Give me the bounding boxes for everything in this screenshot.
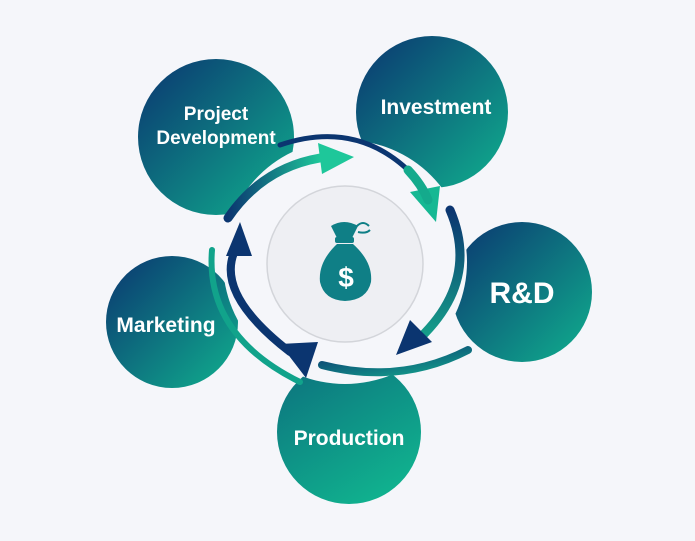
dollar-symbol: $ (338, 262, 354, 293)
node-marketing: Marketing (106, 256, 238, 388)
center-hub: $ (266, 185, 424, 343)
node-circle (138, 59, 294, 215)
arrow-top (223, 153, 325, 223)
node-circle (106, 256, 238, 388)
money-bag-dollar-icon: $ (319, 222, 372, 301)
node-label: Marketing (116, 314, 215, 337)
node-rnd: R&D (452, 222, 592, 362)
arrow-right-head (396, 320, 432, 355)
node-investment: Investment (356, 36, 508, 188)
arrow-top-head (318, 143, 354, 174)
node-label: Production (294, 427, 405, 450)
arrow-right (415, 205, 465, 343)
arrow-right-top-shaft (403, 165, 433, 205)
node-circle (452, 222, 592, 362)
node-label: R&D (490, 277, 555, 310)
arrow-left-outer (208, 247, 303, 385)
node-production: Production (277, 360, 421, 504)
node-circle (277, 360, 421, 504)
node-project-development: Project Development (138, 59, 294, 215)
node-label: Development (156, 128, 276, 149)
arrow-right-top-head (410, 186, 440, 222)
arrow-left-head (226, 222, 252, 256)
node-label: Investment (381, 96, 492, 119)
arrow-inner-arc (277, 134, 419, 181)
node-circle (356, 36, 508, 188)
node-label: Project (184, 104, 249, 125)
arrow-bottom (318, 346, 472, 377)
cycle-arrows (208, 134, 472, 385)
